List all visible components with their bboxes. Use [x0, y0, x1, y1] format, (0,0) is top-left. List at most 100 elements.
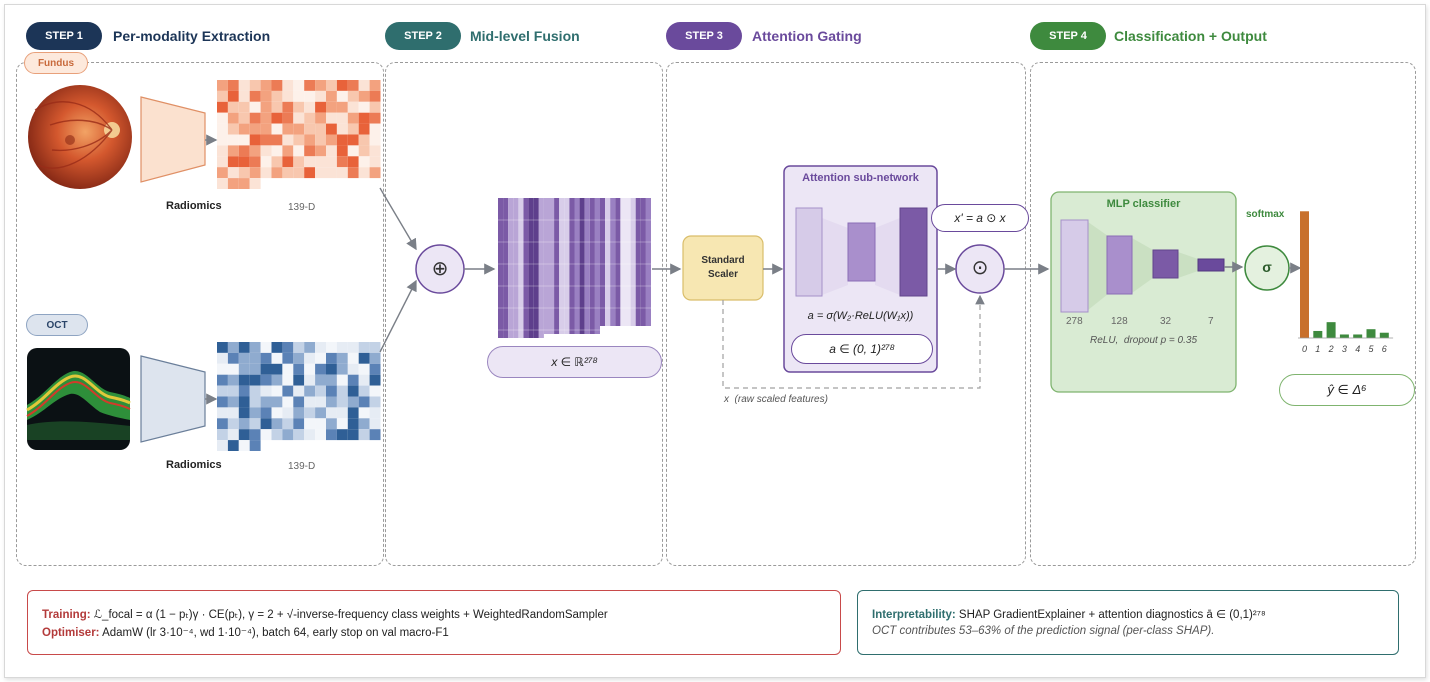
concat-symbol: ⊕: [431, 258, 449, 280]
oct-feature-cell: [315, 418, 326, 430]
oct-feature-cell: [358, 418, 370, 430]
fundus-feature-cell: [315, 167, 326, 179]
oct-dim-label: 139-D: [288, 461, 316, 472]
fundus-feature-cell: [358, 134, 370, 146]
fused-feature-stripe: [620, 198, 626, 326]
fundus-feature-cell: [238, 90, 250, 102]
class-bar-3: [1339, 334, 1349, 338]
mlp-size-32: 32: [1160, 316, 1172, 327]
fundus-feature-cell: [369, 101, 381, 113]
class-tick-label: 6: [1382, 344, 1387, 354]
fundus-feature-cell: [336, 90, 348, 102]
fundus-feature-cell: [315, 80, 326, 91]
fundus-feature-cell: [293, 167, 305, 179]
fundus-feature-cell: [326, 80, 337, 91]
oct-feature-cell: [293, 407, 305, 419]
oct-feature-cell: [238, 440, 250, 451]
interpretability-text: SHAP GradientExplainer + attention diagn…: [958, 609, 1266, 621]
interpretability-label: Interpretability:: [872, 609, 956, 621]
fundus-feature-cell: [336, 156, 348, 168]
attention-range-formula: a ∈ (0, 1)²⁷⁸: [791, 334, 933, 364]
fundus-feature-cell: [304, 90, 316, 102]
oct-feature-cell: [217, 374, 228, 386]
fused-feature-stripe: [523, 198, 529, 338]
fundus-feature-cell: [217, 178, 228, 189]
step4-badge: STEP 4: [1030, 22, 1106, 50]
oct-feature-cell: [358, 407, 370, 419]
fundus-feature-cell: [227, 134, 239, 146]
fundus-feature-cell: [271, 156, 283, 168]
mlp-size-278: 278: [1066, 316, 1083, 327]
fundus-feature-cell: [217, 80, 228, 91]
fundus-feature-cell: [358, 101, 370, 113]
class-bar-4: [1353, 334, 1363, 338]
fundus-feature-cell: [293, 123, 305, 135]
fundus-feature-cell: [326, 90, 337, 102]
fundus-feature-cell: [304, 145, 316, 157]
oct-feature-cell: [315, 363, 326, 375]
oct-feature-cell: [249, 363, 261, 375]
class-tick-label: 4: [1355, 344, 1360, 354]
mlp-layer-7: [1197, 258, 1225, 272]
fundus-feature-cell: [271, 112, 283, 124]
fundus-feature-cell: [238, 167, 250, 179]
step1-panel: [16, 62, 384, 566]
fundus-feature-cell: [217, 101, 228, 113]
fundus-feature-cell: [260, 101, 272, 113]
fundus-feature-cell: [304, 80, 316, 91]
fundus-feature-cell: [315, 101, 326, 113]
oct-feature-cell: [238, 429, 250, 441]
fundus-feature-cell: [227, 145, 239, 157]
oct-feature-cell: [369, 352, 381, 364]
fundus-feature-cell: [304, 134, 316, 146]
oct-feature-cell: [238, 374, 250, 386]
fundus-image: [28, 85, 132, 189]
attn-output-layer: [899, 207, 928, 297]
fused-feature-stripe: [508, 198, 514, 338]
oct-feature-cell: [260, 352, 272, 364]
fused-feature-stripe: [610, 198, 616, 326]
fundus-feature-cell: [260, 90, 272, 102]
oct-feature-cell: [304, 342, 316, 353]
fundus-feature-cell: [282, 123, 294, 135]
oct-feature-cell: [293, 429, 305, 441]
oct-feature-cell: [238, 352, 250, 364]
oct-feature-cell: [227, 396, 239, 408]
oct-feature-cell: [315, 396, 326, 408]
fundus-feature-cell: [326, 112, 337, 124]
fundus-feature-cell: [271, 101, 283, 113]
fused-feature-stripe: [569, 198, 575, 334]
oct-feature-cell: [347, 363, 359, 375]
oct-feature-cell: [227, 342, 239, 353]
fundus-dim-label: 139-D: [288, 202, 316, 213]
mlp-layer-128: [1106, 235, 1133, 295]
oct-feature-cell: [282, 352, 294, 364]
oct-feature-cell: [282, 363, 294, 375]
fundus-feature-cell: [282, 145, 294, 157]
oct-feature-cell: [315, 385, 326, 397]
oct-feature-cell: [369, 407, 381, 419]
oct-feature-cell: [336, 342, 348, 353]
fundus-feature-cell: [227, 167, 239, 179]
fundus-feature-cell: [304, 167, 316, 179]
oct-feature-cell: [260, 429, 272, 441]
fundus-feature-cell: [271, 167, 283, 179]
fundus-feature-cell: [249, 123, 261, 135]
fundus-feature-cell: [238, 178, 250, 189]
fundus-feature-cell: [293, 134, 305, 146]
oct-feature-cell: [304, 363, 316, 375]
oct-feature-cell: [217, 342, 228, 353]
fundus-feature-cell: [293, 156, 305, 168]
oct-feature-cell: [304, 429, 316, 441]
fused-feature-stripe: [605, 198, 611, 326]
oct-feature-cell: [315, 352, 326, 364]
oct-feature-cell: [260, 407, 272, 419]
oct-feature-cell: [271, 374, 283, 386]
oct-feature-cell: [238, 407, 250, 419]
oct-feature-cell: [227, 440, 239, 451]
oct-tag: OCT: [26, 314, 88, 336]
fundus-feature-cell: [238, 123, 250, 135]
oct-feature-cell: [249, 418, 261, 430]
oct-feature-cell: [336, 396, 348, 408]
oct-feature-cell: [249, 407, 261, 419]
